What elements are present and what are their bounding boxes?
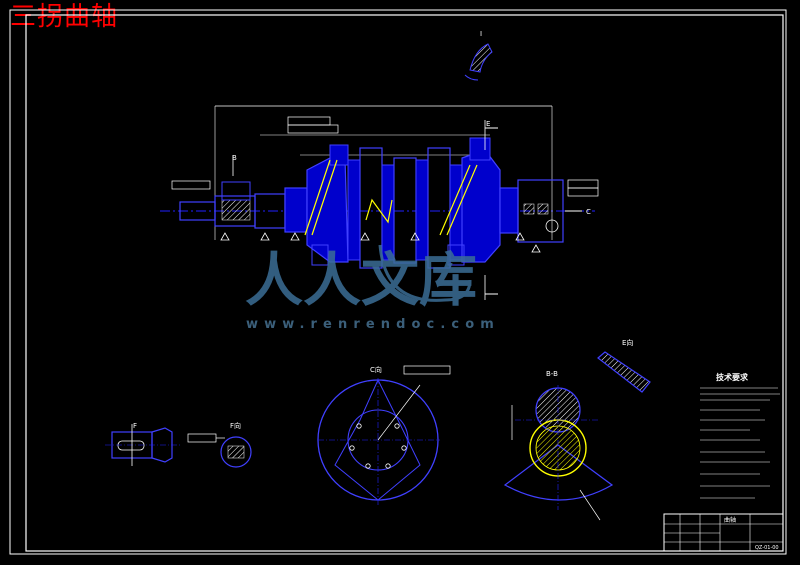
label-b-arrow: B: [232, 154, 237, 162]
drawing-border-outer: [9, 9, 787, 555]
view-f-shaft-end: [105, 424, 180, 466]
title-block-part-name: 曲轴: [724, 516, 736, 524]
label-view-c: C向: [370, 365, 382, 374]
label-c-arrow: C: [586, 208, 591, 216]
tech-requirements-notes: [700, 387, 780, 499]
label-view-e: E向: [622, 338, 633, 347]
label-view-f: F向: [230, 421, 241, 430]
title-block-drawing-number: QZ-01-00: [755, 545, 779, 551]
view-labels: B-B C向 F向 E向 I B C F E 技术要求 曲轴 QZ-01-00: [133, 30, 779, 551]
label-e-arrow: E: [486, 120, 490, 128]
drawing-border-inner: [25, 14, 784, 552]
view-c-flange: [317, 365, 451, 505]
drawing-title: 三拐曲轴: [10, 2, 119, 32]
section-bb: [503, 385, 614, 521]
label-section-bb: B-B: [546, 370, 558, 378]
crankshaft-main-view: [160, 105, 599, 300]
detail-view-i: [464, 43, 493, 81]
tech-requirements-heading: 技术要求: [716, 372, 749, 382]
view-e-wedge: [597, 351, 651, 393]
watermark-logo: 人人文库: [245, 244, 477, 314]
label-view-i: I: [480, 30, 482, 38]
watermark-logo-text: 人人文库: [245, 246, 477, 314]
watermark-url: www.renrendoc.com: [246, 317, 500, 332]
label-f-arrow: F: [133, 422, 137, 430]
view-f-section: [187, 433, 252, 468]
title-block: [663, 513, 784, 552]
